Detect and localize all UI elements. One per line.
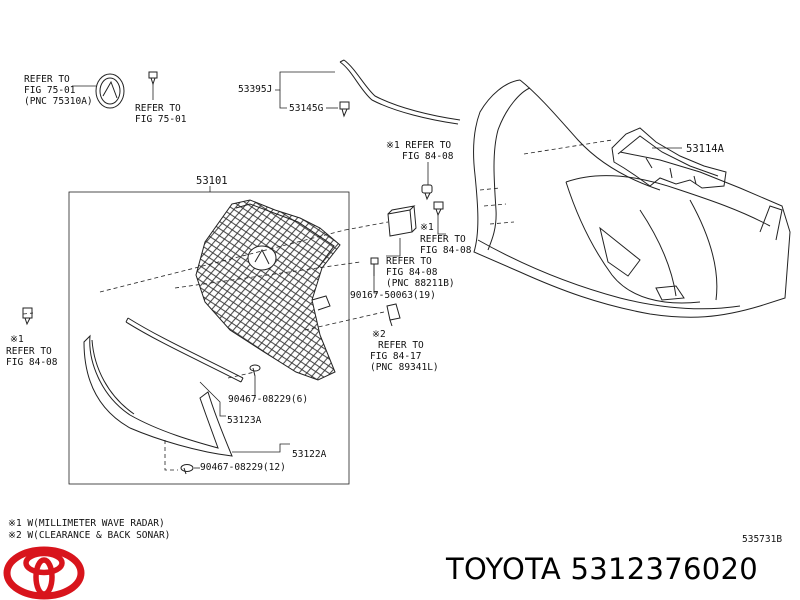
radar-clip-part xyxy=(421,184,433,201)
part-53122A-label: 53122A xyxy=(292,449,327,460)
garnish-53122A-part xyxy=(83,334,233,457)
bumper-cover-part xyxy=(473,79,791,318)
footnote-1: ※1 W(MILLIMETER WAVE RADAR) xyxy=(8,518,165,529)
radar-bolt-part xyxy=(433,201,444,217)
refer-84-08-left-label: ※1 REFER TO FIG 84-08 xyxy=(6,334,58,368)
toyota-logo-icon xyxy=(3,546,85,600)
footnote-2: ※2 W(CLEARANCE & BACK SONAR) xyxy=(8,530,170,541)
refer-84-17-label: ※2 REFER TO FIG 84-17 (PNC 89341L) xyxy=(370,329,439,373)
brand-part-number: TOYOTA 5312376020 xyxy=(446,552,759,586)
emblem-clip-part xyxy=(148,71,158,86)
radar-reference-group: ※1 REFER TO FIG 84-08 ※1 REFER TO FIG 84… xyxy=(350,140,472,301)
grille-53101-part xyxy=(195,199,341,381)
part-53145G-label: 53145G xyxy=(289,103,324,114)
emblem-reference-group: REFER TO FIG 75-01 (PNC 75310A) REFER TO… xyxy=(24,71,187,125)
upper-molding-part xyxy=(339,61,459,125)
refer-75-01-a-label: REFER TO FIG 75-01 (PNC 75310A) xyxy=(24,74,93,107)
refer-84-08-right-label: ※1 REFER TO FIG 84-08 xyxy=(420,222,472,256)
refer-84-08-top-label: ※1 REFER TO FIG 84-08 xyxy=(386,140,457,162)
part-90467-12-label: 90467-08229(12) xyxy=(200,462,286,473)
part-53395J-label: 53395J xyxy=(238,84,272,95)
assembly-53101-box xyxy=(68,191,350,485)
refer-75-01-b-label: REFER TO FIG 75-01 xyxy=(135,103,187,125)
refer-84-08-pnc-label: REFER TO FIG 84-08 (PNC 88211B) xyxy=(386,256,455,289)
sonar-reference-group: ※2 REFER TO FIG 84-17 (PNC 89341L) xyxy=(370,303,439,373)
diagram-code: 535731B xyxy=(742,534,782,545)
radar-sensor-part xyxy=(387,205,417,237)
screw-90167-part xyxy=(370,257,379,276)
emblem-part xyxy=(95,73,125,109)
clip-53145G-part xyxy=(339,101,350,118)
part-90467-6-label: 90467-08229(6) xyxy=(228,394,308,405)
left-clip-part xyxy=(22,307,33,326)
sonar-sensor-part xyxy=(386,303,401,327)
part-90167-label: 90167-50063(19) xyxy=(350,290,436,301)
left-clip-reference-group: ※1 REFER TO FIG 84-08 xyxy=(6,307,58,368)
upper-molding-group: 53395J 53145G xyxy=(238,59,461,125)
molding-53123A-part xyxy=(125,317,244,383)
part-53101-label: 53101 xyxy=(196,175,228,187)
bracket-53114A-part xyxy=(611,127,727,189)
screw-90467-6-part xyxy=(249,364,261,377)
screw-90467-12-part xyxy=(180,464,194,475)
part-53114A-label: 53114A xyxy=(686,143,725,155)
part-53123A-label: 53123A xyxy=(227,415,262,426)
